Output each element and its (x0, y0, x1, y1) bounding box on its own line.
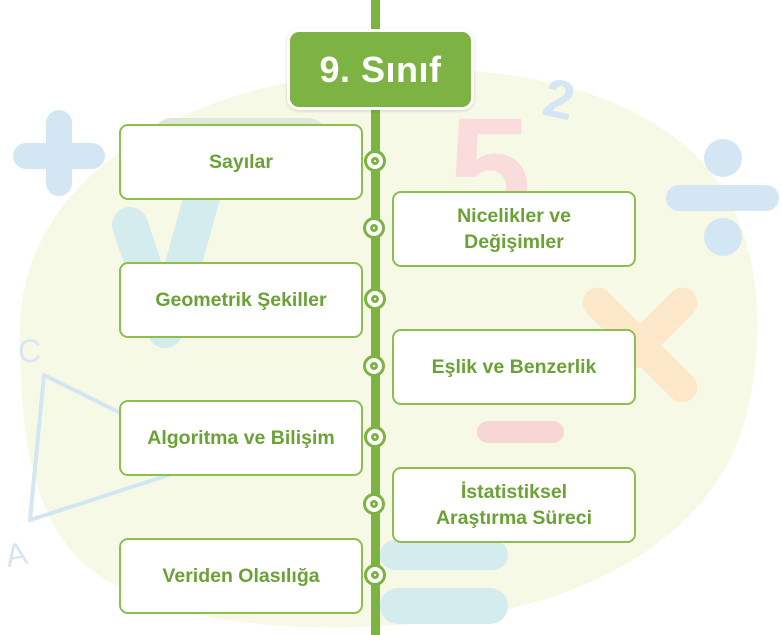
topic-label: Veriden Olasılığa (162, 564, 320, 587)
grade-title: 9. Sınıf (287, 29, 474, 110)
vertex-label-a: A (3, 535, 31, 574)
plus-sign-decoration (13, 110, 105, 196)
topic-label-line: İstatistiksel (460, 480, 568, 503)
topic-node-geometrik-sekiller: Geometrik Şekiller (119, 262, 363, 338)
connector-knob-icon (364, 150, 386, 172)
topic-label-line: Değişimler (464, 231, 564, 253)
topic-label: Sayılar (209, 150, 273, 173)
connector-knob-icon (363, 217, 385, 239)
topic-node-sayilar: Sayılar (119, 124, 363, 200)
topic-node-istatistiksel-arastirma-sureci: İstatistiksel Araştırma Süreci (392, 467, 636, 543)
connector-knob-icon (364, 288, 386, 310)
topic-node-eslik-ve-benzerlik: Eşlik ve Benzerlik (392, 329, 636, 405)
timeline-axis (371, 0, 380, 635)
topic-node-algoritma-ve-bilisim: Algoritma ve Bilişim (119, 400, 363, 476)
topic-node-nicelikler-ve-degisimler: Nicelikler ve Değişimler (392, 191, 636, 267)
connector-knob-icon (364, 564, 386, 586)
connector-knob-icon (363, 493, 385, 515)
equals-sign-decoration (380, 540, 508, 624)
topic-label-line: Araştırma Süreci (435, 507, 593, 529)
topic-label: Eşlik ve Benzerlik (431, 355, 597, 378)
connector-knob-icon (363, 355, 385, 377)
division-sign-decoration (666, 139, 779, 256)
topic-label: Algoritma ve Bilişim (147, 426, 335, 449)
minus-sign-decoration (477, 421, 564, 443)
topic-label: Geometrik Şekiller (155, 288, 327, 311)
topic-node-veriden-olasiliga: Veriden Olasılığa (119, 538, 363, 614)
topic-label-line: Nicelikler ve (457, 204, 571, 227)
connector-knob-icon (364, 426, 386, 448)
vertex-label-c: C (18, 333, 41, 369)
